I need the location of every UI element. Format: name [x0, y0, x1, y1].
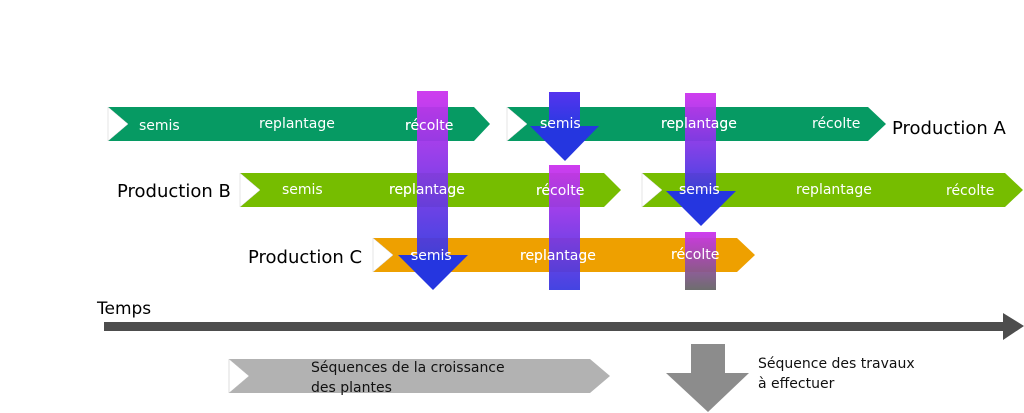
legend-work-line2: à effectuer [758, 376, 835, 392]
production-a-label: Production A [892, 118, 1006, 139]
work-arrow-shaft-lower [685, 232, 716, 290]
legend-growth-sequence: Séquences de la croissance des plantes [228, 358, 610, 396]
work-sequence-arrow-3: semis replantage récolte [661, 93, 737, 290]
work-arrow-head [666, 191, 736, 226]
stage-recolte-overlay: récolte [405, 118, 453, 134]
stage-recolte-overlay: récolte [536, 183, 584, 199]
production-a-cycle-1: semis replantage récolte [107, 106, 490, 142]
stage-replantage-overlay: replantage [389, 182, 465, 198]
work-sequence-arrow-2: semis récolte replantage [520, 92, 599, 290]
stage-replantage: replantage [259, 116, 335, 132]
time-axis-label: Temps [96, 299, 151, 319]
legend-arrow-shaft [691, 344, 725, 373]
stage-recolte: récolte [812, 116, 860, 132]
work-sequence-arrow-1: semis [398, 91, 468, 290]
stage-replantage: replantage [796, 182, 872, 198]
time-axis: Temps [96, 299, 1024, 340]
stage-semis-overlay: semis [411, 248, 452, 264]
legend-chevron-notch [228, 358, 250, 394]
work-arrow-shaft [549, 92, 580, 126]
stage-semis-overlay: semis [679, 182, 720, 198]
chevron-notch [641, 172, 663, 208]
chevron-notch [506, 106, 528, 142]
stage-replantage-overlay: replantage [661, 116, 737, 132]
legend-work-sequence: Séquence des travaux à effectuer [666, 344, 915, 412]
work-arrow-shaft [685, 93, 716, 192]
production-b-row: Production B semis replantage récolte se… [117, 172, 1023, 208]
time-axis-arrowhead [1003, 313, 1024, 340]
production-b-label: Production B [117, 181, 231, 202]
stage-recolte-overlay: récolte [671, 247, 719, 263]
work-arrow-head [398, 255, 468, 290]
stage-semis-overlay: semis [540, 116, 581, 132]
stage-recolte: récolte [946, 183, 994, 199]
legend-chevron-bar [229, 359, 610, 393]
time-axis-line [104, 322, 1006, 331]
chevron-notch [107, 106, 129, 142]
production-c-label: Production C [248, 247, 362, 268]
stage-semis: semis [139, 118, 180, 134]
work-arrow-shaft-lower [549, 165, 580, 290]
stage-replantage-overlay: replantage [520, 248, 596, 264]
chevron-notch [239, 172, 261, 208]
chevron-bar [108, 107, 490, 141]
chevron-bar [642, 173, 1023, 207]
chevron-notch [372, 237, 394, 273]
legend-arrow-head [666, 373, 749, 412]
legend-growth-line1: Séquences de la croissance [311, 360, 505, 376]
legend-growth-line2: des plantes [311, 380, 392, 396]
legend-work-line1: Séquence des travaux [758, 356, 915, 372]
stage-semis: semis [282, 182, 323, 198]
work-arrow-head [530, 126, 599, 161]
work-arrow-shaft [417, 91, 448, 256]
